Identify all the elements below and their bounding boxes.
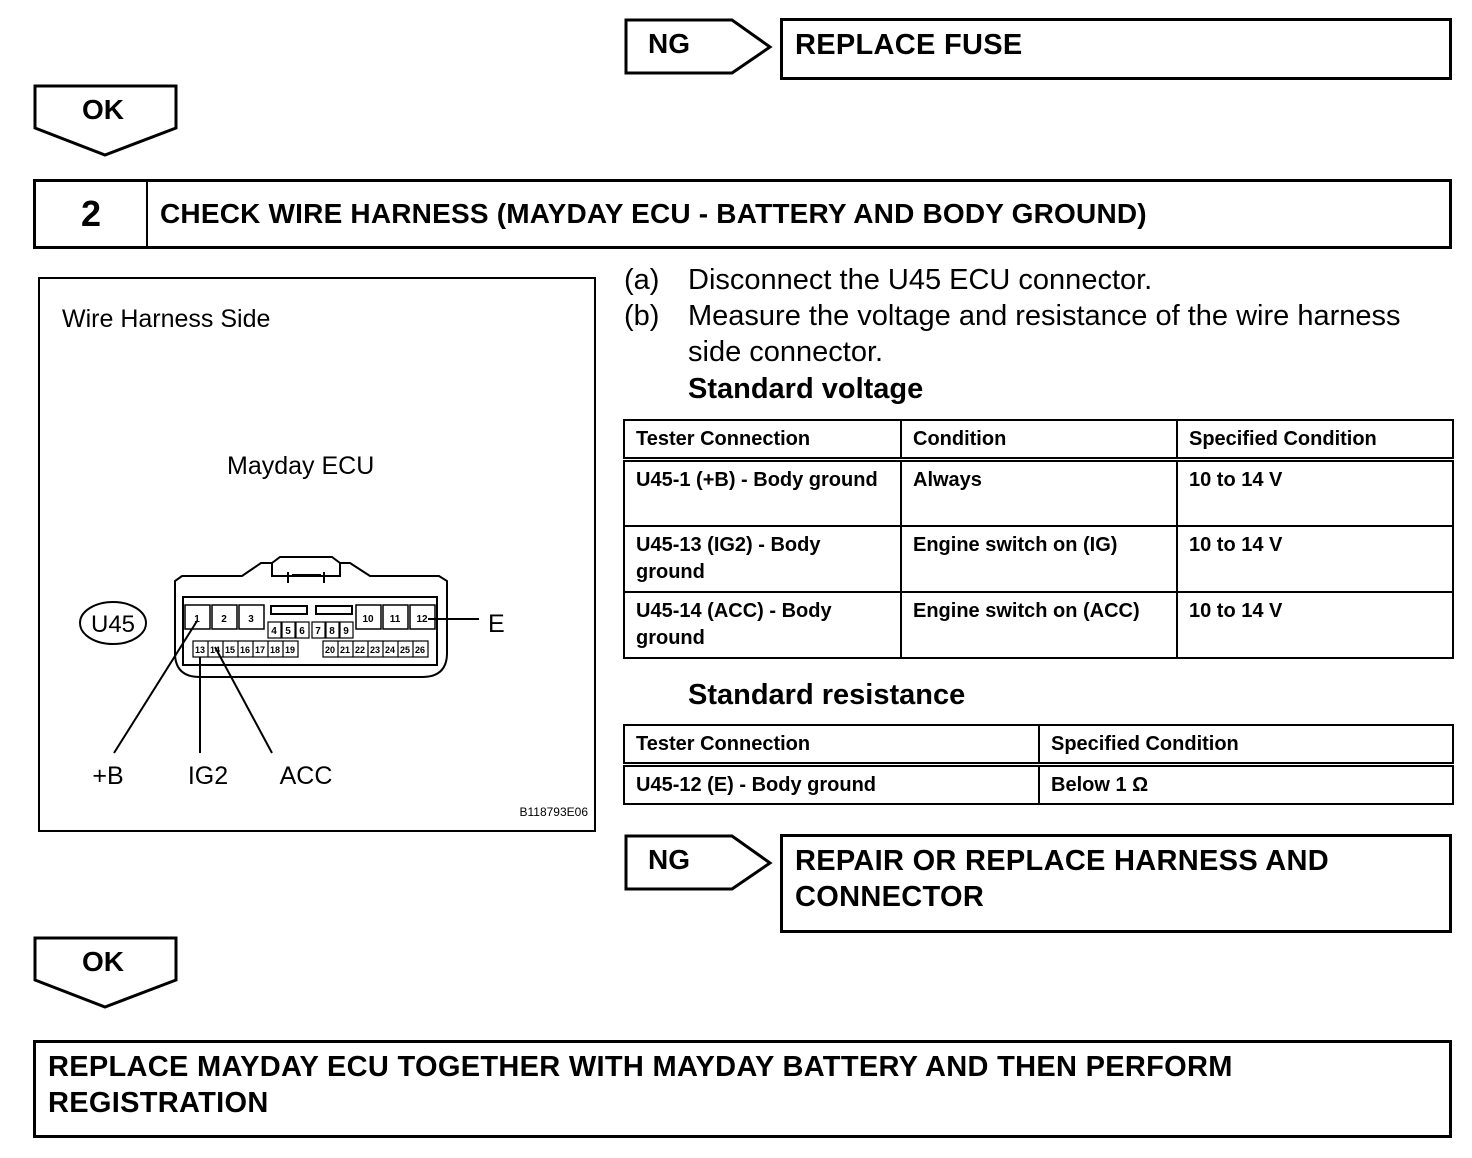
pin-1: 1 [194,614,200,625]
figure-code: B118793E06 [519,805,588,819]
replace-ecu-box: REPLACE MAYDAY ECU TOGETHER WITH MAYDAY … [33,1040,1452,1138]
instruction-b-text: Measure the voltage and resistance of th… [688,300,1401,332]
cell-condition: Engine switch on (IG) [900,524,1178,593]
instruction-b-label: (b) [624,300,660,332]
ok-arrow-shape [33,936,178,1009]
replace-ecu-text-line2: REGISTRATION [48,1087,269,1119]
cell-specified-condition: 10 to 14 V [1176,524,1454,593]
header-tester-connection: Tester Connection [623,724,1040,767]
connector-diagram-svg: Wire Harness Side Mayday ECU 1 2 3 10 11… [62,305,588,819]
header-tester-connection: Tester Connection [623,419,902,462]
header-condition: Condition [900,419,1178,462]
leader-lines [113,618,479,754]
cell-tester-connection: U45-14 (ACC) - Body ground [623,590,902,659]
table-row: U45-12 (E) - Body ground Below 1 Ω [623,763,1454,805]
pin-11: 11 [390,614,401,625]
ng-arrow-shape [624,834,773,891]
repair-harness-text-line2: CONNECTOR [795,881,985,913]
table-row: U45-14 (ACC) - Body ground Engine switch… [623,590,1454,659]
instruction-a: (a) Disconnect the U45 ECU connector. [624,262,1454,298]
terminal-b-label: +B [92,762,123,790]
pin-8: 8 [329,626,335,637]
standard-resistance-table: Tester Connection Specified Condition U4… [623,724,1454,805]
pin-18: 18 [270,645,280,655]
instruction-a-text: Disconnect the U45 ECU connector. [688,264,1153,296]
pins-bottom-row: 13 14 15 16 17 18 19 20 21 22 23 24 25 2… [192,640,429,658]
pin-2: 2 [221,614,227,625]
ok-arrow-shape [33,84,178,157]
terminal-e-label: E [488,610,505,638]
pin-9: 9 [343,626,349,637]
pin-4: 4 [271,626,277,637]
header-specified-condition: Specified Condition [1038,724,1454,767]
instruction-b-text-cont: side connector. [688,336,884,368]
resistance-table-header: Tester Connection Specified Condition [623,724,1454,767]
connector-id-oval [79,601,147,645]
cell-specified-condition: 10 to 14 V [1176,458,1454,527]
connector-id: U45 [91,611,135,638]
cell-tester-connection: U45-13 (IG2) - Body ground [623,524,902,593]
repair-harness-box: REPAIR OR REPLACE HARNESS AND CONNECTOR [780,834,1452,933]
instruction-b: (b) Measure the voltage and resistance o… [624,298,1454,370]
pin-5: 5 [285,626,291,637]
replace-fuse-box: REPLACE FUSE [780,18,1452,80]
pin-6: 6 [299,626,305,637]
ok-label-bottom: OK [82,946,124,977]
repair-harness-text-line1: REPAIR OR REPLACE HARNESS AND [795,845,1329,877]
header-specified-condition: Specified Condition [1176,419,1454,462]
pins-top-row: 1 2 3 10 11 12 [184,604,436,630]
pin-7: 7 [315,626,321,637]
pin-24: 24 [385,645,395,655]
voltage-table-header: Tester Connection Condition Specified Co… [623,419,1454,462]
cell-tester-connection: U45-1 (+B) - Body ground [623,458,902,527]
pins-middle-row: 4 5 6 7 8 9 [267,621,354,639]
ng-label-top: NG [648,28,690,59]
cell-condition: Always [900,458,1178,527]
replace-ecu-text-line1: REPLACE MAYDAY ECU TOGETHER WITH MAYDAY … [48,1051,1233,1083]
terminal-ig2-label: IG2 [188,762,228,790]
pin-19: 19 [285,645,295,655]
ok-badge-bottom: OK [33,936,179,1010]
wire-harness-side-label: Wire Harness Side [62,305,270,333]
replace-fuse-text: REPLACE FUSE [795,29,1023,61]
cell-tester-connection: U45-12 (E) - Body ground [623,763,1040,805]
pin-15: 15 [225,645,235,655]
pin-10: 10 [362,614,374,625]
pin-3: 3 [248,614,254,625]
step-header: 2 CHECK WIRE HARNESS (MAYDAY ECU - BATTE… [33,179,1452,249]
pin-26: 26 [415,645,425,655]
standard-voltage-table: Tester Connection Condition Specified Co… [623,419,1454,659]
pin-20: 20 [325,645,335,655]
pin-22: 22 [355,645,365,655]
pin-23: 23 [370,645,380,655]
pin-17: 17 [255,645,265,655]
ng-badge-bottom: NG [624,834,774,892]
step-title: CHECK WIRE HARNESS (MAYDAY ECU - BATTERY… [160,198,1147,229]
table-row: U45-1 (+B) - Body ground Always 10 to 14… [623,458,1454,527]
instruction-a-label: (a) [624,264,660,296]
ng-arrow-shape [624,18,773,75]
pin-12: 12 [416,614,428,625]
cell-specified-condition: Below 1 Ω [1038,763,1454,805]
pin-21: 21 [340,645,350,655]
ok-label-top: OK [82,94,124,125]
pin-25: 25 [400,645,410,655]
ng-label-bottom: NG [648,844,690,875]
cell-condition: Engine switch on (ACC) [900,590,1178,659]
ok-badge-top: OK [33,84,179,158]
step-number: 2 [36,182,148,246]
ng-badge-top: NG [624,18,774,76]
connector-body [174,556,448,678]
table-row: U45-13 (IG2) - Body ground Engine switch… [623,524,1454,593]
pin-16: 16 [240,645,250,655]
pin-13: 13 [195,645,205,655]
standard-resistance-heading: Standard resistance [688,679,966,711]
cell-specified-condition: 10 to 14 V [1176,590,1454,659]
terminal-acc-label: ACC [280,762,333,790]
pin-14: 14 [210,645,220,655]
mayday-ecu-label: Mayday ECU [227,452,374,480]
standard-voltage-heading: Standard voltage [688,373,924,405]
connector-diagram: Wire Harness Side Mayday ECU 1 2 3 10 11… [38,277,596,832]
